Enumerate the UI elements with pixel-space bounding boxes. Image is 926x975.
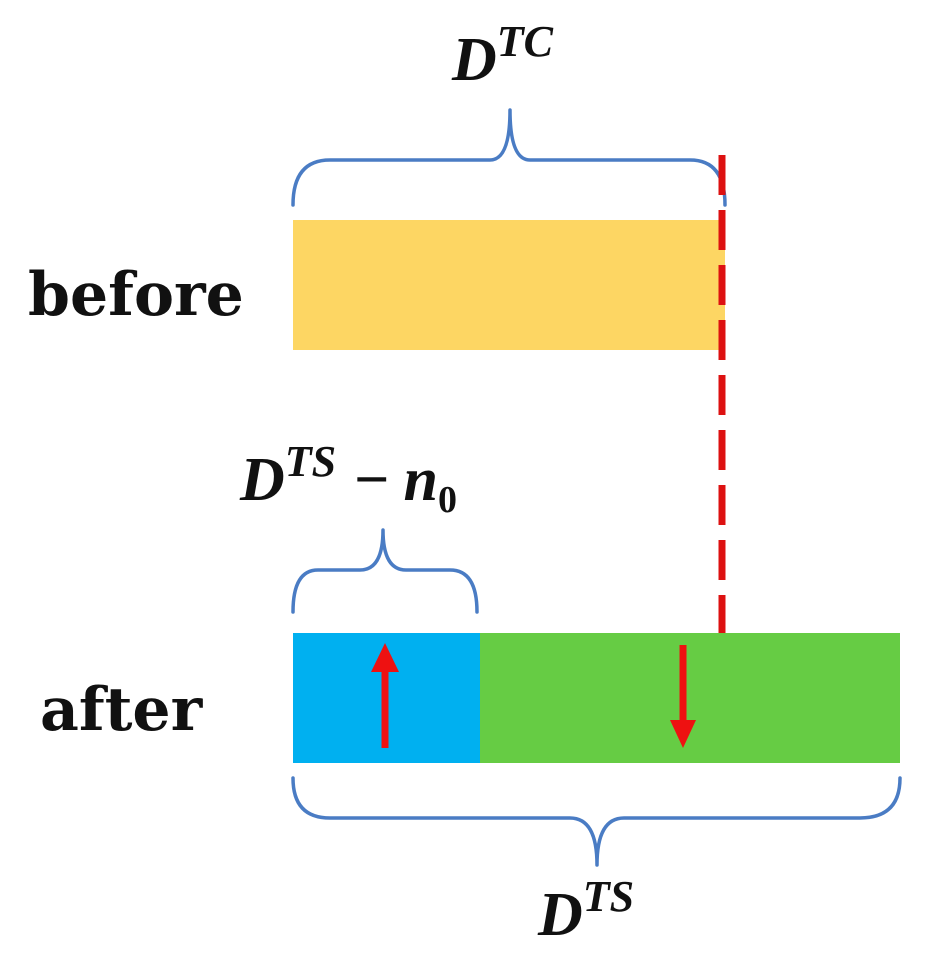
label-dts: DTS bbox=[537, 872, 634, 949]
dts-n0-minus: − bbox=[354, 446, 389, 514]
dtc-base: D bbox=[451, 26, 497, 94]
dts-n0-base: D bbox=[239, 446, 285, 514]
dtc-sup: TC bbox=[497, 17, 554, 66]
down-arrow-icon bbox=[670, 645, 696, 748]
before-bar bbox=[293, 220, 725, 350]
dts-n0-sub: 0 bbox=[438, 479, 457, 521]
label-before: before bbox=[28, 260, 244, 330]
dts-sup: TS bbox=[583, 872, 634, 921]
after-bar-green-segment bbox=[480, 633, 900, 763]
brace-dtc bbox=[291, 108, 727, 207]
label-after: after bbox=[40, 675, 204, 745]
brace-dts-minus-n0 bbox=[291, 528, 479, 614]
up-arrow-icon bbox=[371, 643, 399, 748]
dts-n0-sup: TS bbox=[285, 437, 336, 486]
dts-n0-n: n bbox=[403, 446, 437, 514]
brace-dts bbox=[291, 776, 902, 867]
dts-base: D bbox=[537, 881, 583, 949]
label-dts-minus-n0: DTS−n0 bbox=[239, 437, 457, 521]
label-dtc: DTC bbox=[451, 17, 554, 94]
